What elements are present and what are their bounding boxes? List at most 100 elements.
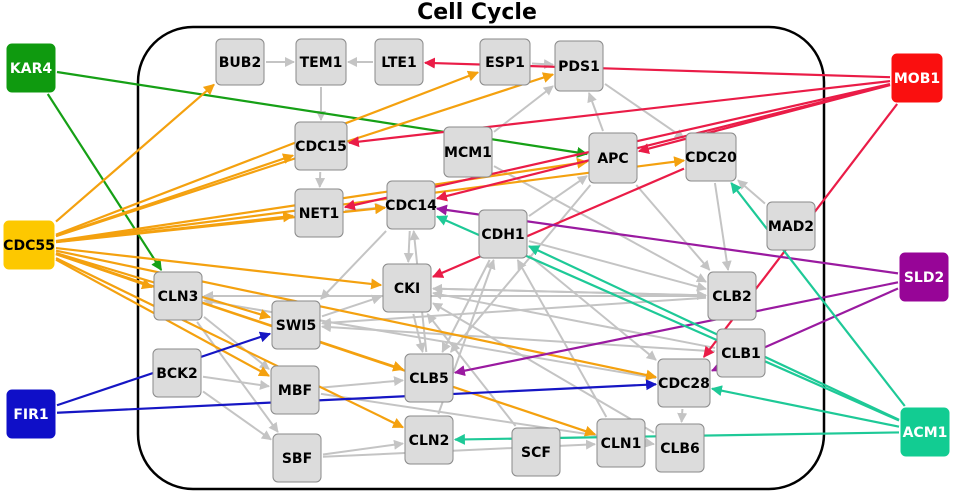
- edge-cln3-to-mbf: [203, 316, 270, 370]
- node-label-sld2: SLD2: [904, 270, 944, 286]
- node-mcm1[interactable]: MCM1: [443, 126, 493, 178]
- node-box-kar4: [6, 43, 56, 93]
- edge-apc-to-pds1: [587, 92, 604, 132]
- edge-esp1-to-pds1: [531, 59, 554, 70]
- node-label-clb1: CLB1: [721, 346, 761, 362]
- node-clb1[interactable]: CLB1: [716, 328, 766, 378]
- edge-acm1-to-cdc28: [710, 385, 900, 428]
- node-box-swi5: [271, 300, 321, 350]
- node-box-scf: [511, 427, 561, 477]
- edge-cdc55-to-cln2: [55, 257, 404, 429]
- node-cln3[interactable]: CLN3: [153, 271, 203, 321]
- node-label-cln1: CLN1: [601, 436, 642, 452]
- node-label-cdc15: CDC15: [295, 139, 347, 155]
- node-tem1[interactable]: TEM1: [295, 38, 347, 86]
- node-clb2[interactable]: CLB2: [707, 271, 757, 321]
- edge-cdh1-to-cdc28: [528, 254, 657, 361]
- node-label-net1: NET1: [299, 206, 340, 222]
- node-box-cln3: [153, 271, 203, 321]
- node-box-clb6: [655, 423, 705, 473]
- node-mad2[interactable]: MAD2: [766, 201, 816, 251]
- node-acm1[interactable]: ACM1: [900, 407, 950, 457]
- node-sld2[interactable]: SLD2: [899, 252, 949, 302]
- edge-cdc55-to-cdc28: [55, 249, 658, 381]
- node-box-cdc20: [685, 132, 737, 182]
- node-cdc15[interactable]: CDC15: [294, 121, 348, 171]
- node-label-swi5: SWI5: [276, 318, 316, 334]
- edge-sld2-to-clb5: [453, 281, 899, 377]
- node-label-pds1: PDS1: [558, 59, 600, 75]
- node-label-cdc14: CDC14: [385, 198, 437, 214]
- node-apc[interactable]: APC: [588, 132, 638, 184]
- edge-acm1-to-cdc20: [730, 182, 906, 407]
- node-box-clb2: [707, 271, 757, 321]
- node-cdc20[interactable]: CDC20: [685, 132, 737, 182]
- cell-cycle-boundary: [136, 25, 826, 491]
- edge-cdc14-to-cki: [403, 230, 414, 263]
- node-clb5[interactable]: CLB5: [404, 353, 454, 403]
- node-box-mcm1: [443, 126, 493, 178]
- node-label-cdh1: CDH1: [481, 227, 524, 243]
- edge-cdc55-to-cdc15: [55, 153, 295, 237]
- edge-cdc55-to-esp1: [55, 70, 480, 236]
- edge-cki-to-clb2: [432, 287, 707, 301]
- node-box-bck2: [152, 348, 202, 398]
- node-cln1[interactable]: CLN1: [596, 418, 646, 468]
- node-box-mob1: [891, 53, 943, 103]
- node-mbf[interactable]: MBF: [270, 365, 320, 415]
- node-box-net1: [294, 188, 344, 238]
- node-label-cln3: CLN3: [158, 289, 199, 305]
- node-kar4[interactable]: KAR4: [6, 43, 56, 93]
- edge-clb1-to-swi5: [321, 322, 716, 353]
- edge-sbf-to-cln2: [322, 439, 404, 456]
- edge-pds1-to-cdc20: [604, 83, 685, 140]
- node-pds1[interactable]: PDS1: [554, 40, 604, 92]
- node-box-clb1: [716, 328, 766, 378]
- node-box-cln2: [404, 415, 454, 465]
- node-label-mcm1: MCM1: [444, 145, 492, 161]
- edge-cdh1-to-clb2: [528, 240, 707, 292]
- node-box-cdh1: [478, 209, 528, 259]
- edge-cdc28-to-clb6: [677, 408, 688, 423]
- node-cdc14[interactable]: CDC14: [385, 180, 437, 230]
- edge-cdh1-to-clb5: [441, 259, 491, 353]
- node-net1[interactable]: NET1: [294, 188, 344, 238]
- node-bub2[interactable]: BUB2: [215, 38, 265, 86]
- diagram-title: Cell Cycle: [417, 0, 537, 25]
- node-box-cln1: [596, 418, 646, 468]
- node-clb6[interactable]: CLB6: [655, 423, 705, 473]
- node-cdc28[interactable]: CDC28: [657, 358, 711, 408]
- node-label-esp1: ESP1: [485, 55, 525, 71]
- edge-clb1-to-cki: [432, 289, 716, 349]
- node-label-scf: SCF: [521, 445, 551, 461]
- edge-cdh1-to-apc: [528, 175, 588, 217]
- edge-kar4-to-cln3: [46, 93, 163, 271]
- edge-swi5-to-cki: [321, 294, 382, 318]
- node-label-cln2: CLN2: [409, 433, 450, 449]
- node-sbf[interactable]: SBF: [272, 433, 322, 483]
- node-scf[interactable]: SCF: [511, 427, 561, 477]
- edge-mbf-to-clb5: [320, 376, 404, 389]
- node-box-pds1: [554, 40, 604, 92]
- node-box-sld2: [899, 252, 949, 302]
- node-label-cdc55: CDC55: [3, 238, 55, 254]
- edge-kar4-to-apc: [56, 70, 589, 158]
- node-cki[interactable]: CKI: [382, 263, 432, 313]
- node-lte1[interactable]: LTE1: [374, 38, 424, 86]
- node-mob1[interactable]: MOB1: [891, 53, 943, 103]
- edge-cln3-to-sbf: [196, 321, 279, 433]
- edge-cdc55-to-bub2: [55, 83, 215, 223]
- node-label-clb2: CLB2: [712, 289, 752, 305]
- node-box-sbf: [272, 433, 322, 483]
- node-box-cdc14: [386, 180, 436, 230]
- node-esp1[interactable]: ESP1: [479, 38, 531, 86]
- node-swi5[interactable]: SWI5: [271, 300, 321, 350]
- node-fir1[interactable]: FIR1: [6, 389, 56, 439]
- node-bck2[interactable]: BCK2: [152, 348, 202, 398]
- node-cdc55[interactable]: CDC55: [3, 220, 55, 270]
- edge-mcm1-to-clb2: [493, 165, 707, 283]
- node-label-clb6: CLB6: [660, 441, 700, 457]
- node-label-lte1: LTE1: [381, 55, 416, 71]
- node-cdh1[interactable]: CDH1: [478, 209, 528, 259]
- node-cln2[interactable]: CLN2: [404, 415, 454, 465]
